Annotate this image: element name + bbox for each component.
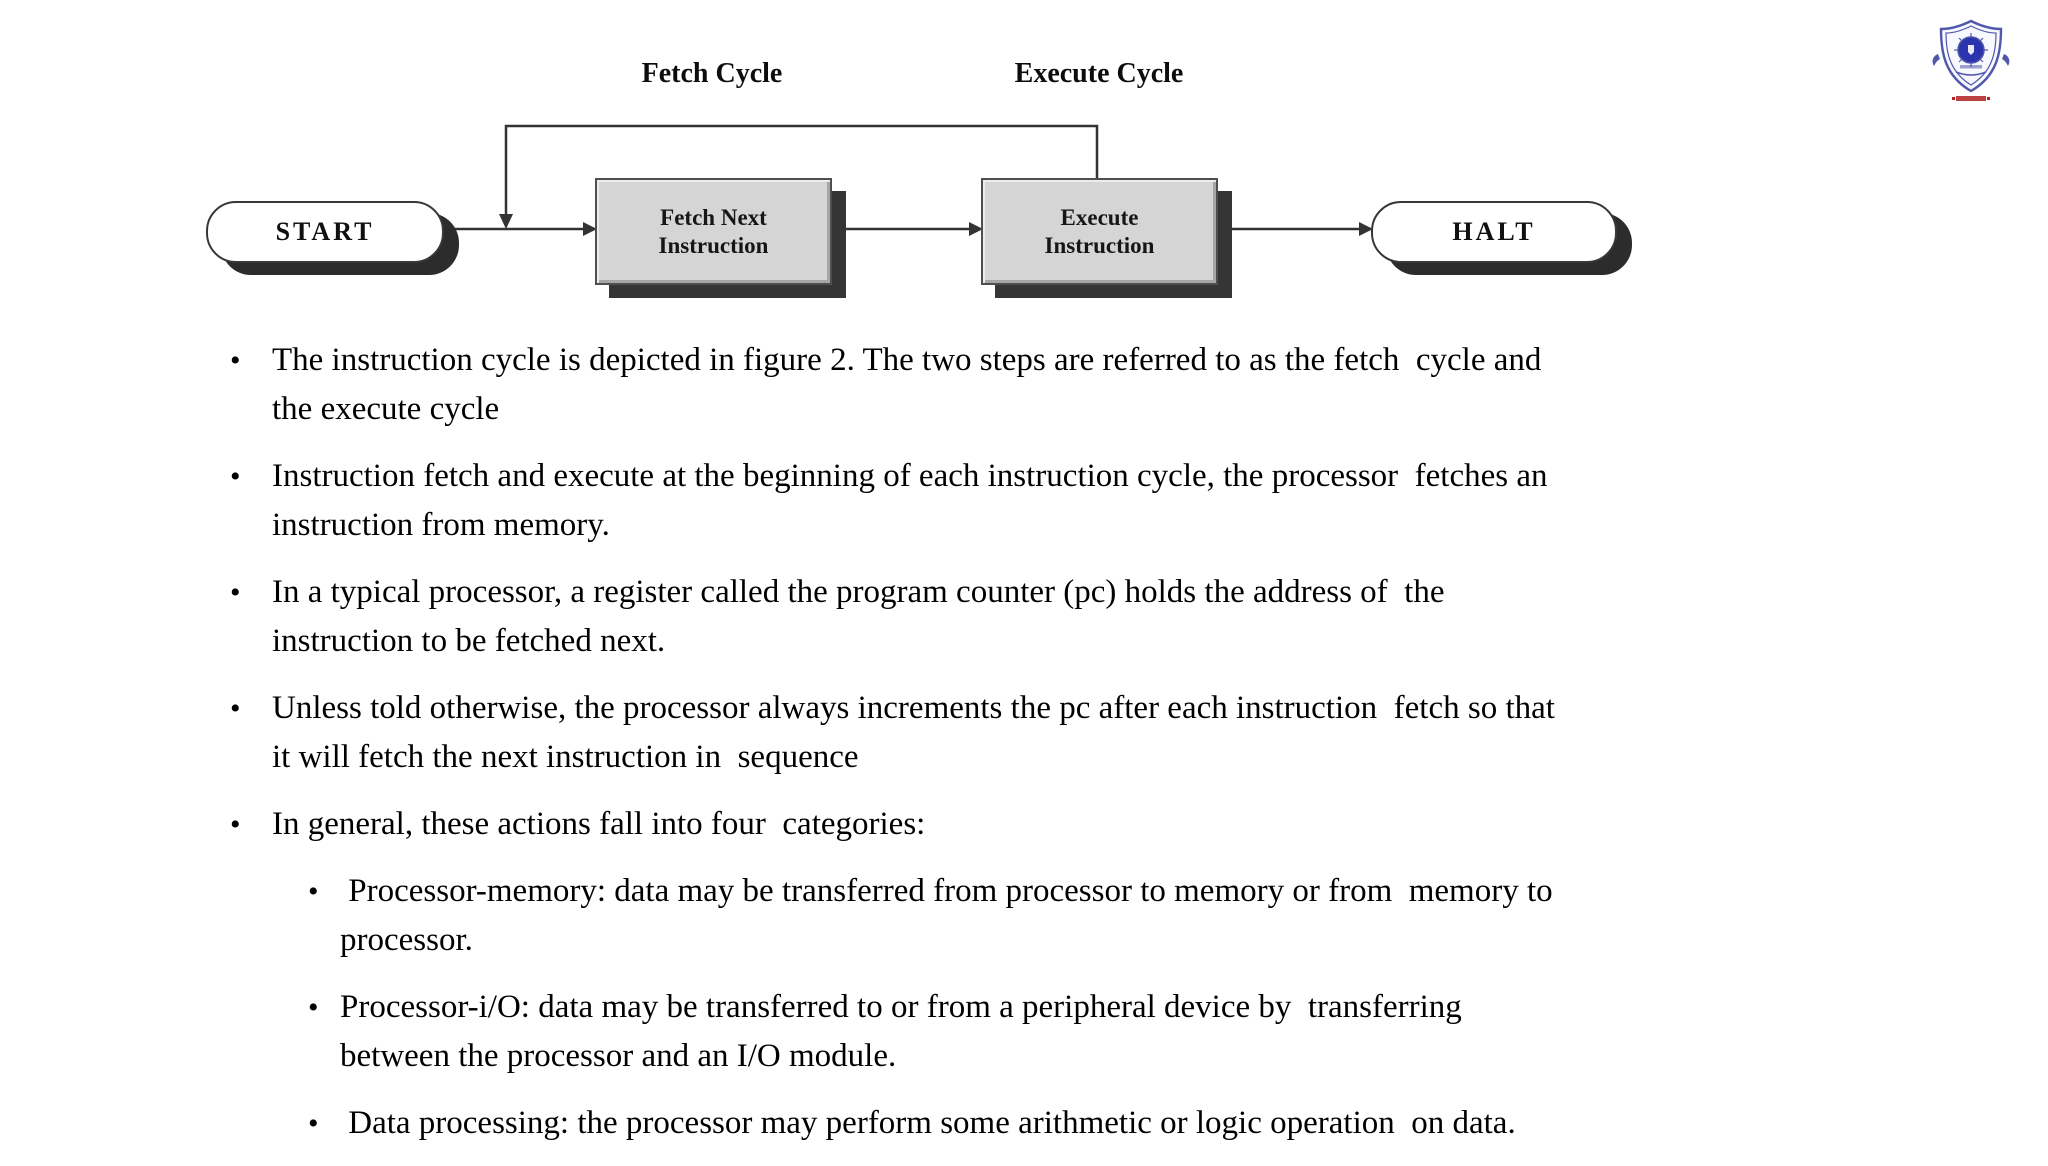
halt-node: HALT — [1371, 201, 1617, 263]
bullet-item: • Unless told otherwise, the processor a… — [230, 684, 1970, 782]
bullet-text-line: In general, these actions fall into four… — [272, 806, 926, 842]
execute-instruction-node: Execute Instruction — [981, 178, 1218, 285]
bullet-item: • In general, these actions fall into fo… — [230, 800, 1970, 849]
college-crest-logo — [1932, 19, 2010, 101]
bullet-marker: • — [308, 1107, 319, 1140]
bullet-text-line: In a typical processor, a register calle… — [272, 574, 1445, 610]
bullet-text-line: it will fetch the next instruction in se… — [272, 739, 859, 775]
bullet-text-line: Processor-i/O: data may be transferred t… — [340, 989, 1462, 1025]
bullet-text-line: Processor-memory: data may be transferre… — [340, 873, 1553, 909]
bullet-text-line: The instruction cycle is depicted in fig… — [272, 342, 1542, 378]
fetch-next-instruction-node: Fetch Next Instruction — [595, 178, 832, 285]
bullet-marker: • — [230, 344, 241, 377]
fetch-box-line2: Instruction — [658, 232, 769, 258]
instruction-cycle-figure: Fetch Cycle Execute Cycle START — [0, 0, 2048, 340]
bullet-item: • In a typical processor, a register cal… — [230, 568, 1970, 666]
bullet-text-line: between the processor and an I/O module. — [340, 1038, 897, 1074]
bullet-item: • The instruction cycle is depicted in f… — [230, 336, 1970, 434]
bullet-text-line: the execute cycle — [272, 391, 500, 427]
start-node: START — [206, 201, 444, 263]
bullet-marker: • — [308, 875, 319, 908]
bullet-marker: • — [308, 991, 319, 1024]
halt-node-label: HALT — [1452, 217, 1536, 246]
slide-body-text: • The instruction cycle is depicted in f… — [230, 336, 1970, 1166]
execute-box-line2: Instruction — [1044, 232, 1155, 258]
execute-box-line1: Execute — [1060, 204, 1139, 230]
bullet-marker: • — [230, 692, 241, 725]
fetch-cycle-label: Fetch Cycle — [641, 58, 783, 89]
fetch-box-line1: Fetch Next — [660, 204, 767, 230]
bullet-text-line: instruction to be fetched next. — [272, 623, 666, 659]
bullet-text-line: instruction from memory. — [272, 507, 610, 543]
bullet-text-line: Instruction fetch and execute at the beg… — [272, 458, 1548, 494]
execute-cycle-label: Execute Cycle — [1014, 58, 1184, 89]
sub-bullet-item: • Data processing: the processor may per… — [308, 1099, 1970, 1148]
flow-arrows — [448, 124, 1373, 236]
bullet-marker: • — [230, 460, 241, 493]
sub-bullet-item: • Processor-i/O: data may be transferred… — [308, 983, 1970, 1081]
bullet-marker: • — [230, 576, 241, 609]
bullet-text-line: Unless told otherwise, the processor alw… — [272, 690, 1555, 726]
start-node-label: START — [275, 217, 375, 246]
bullet-text-line: Data processing: the processor may perfo… — [340, 1105, 1516, 1141]
sub-bullet-item: • Processor-memory: data may be transfer… — [308, 867, 1970, 965]
bullet-item: • Instruction fetch and execute at the b… — [230, 452, 1970, 550]
bullet-text-line: processor. — [340, 922, 473, 958]
bullet-marker: • — [230, 808, 241, 841]
